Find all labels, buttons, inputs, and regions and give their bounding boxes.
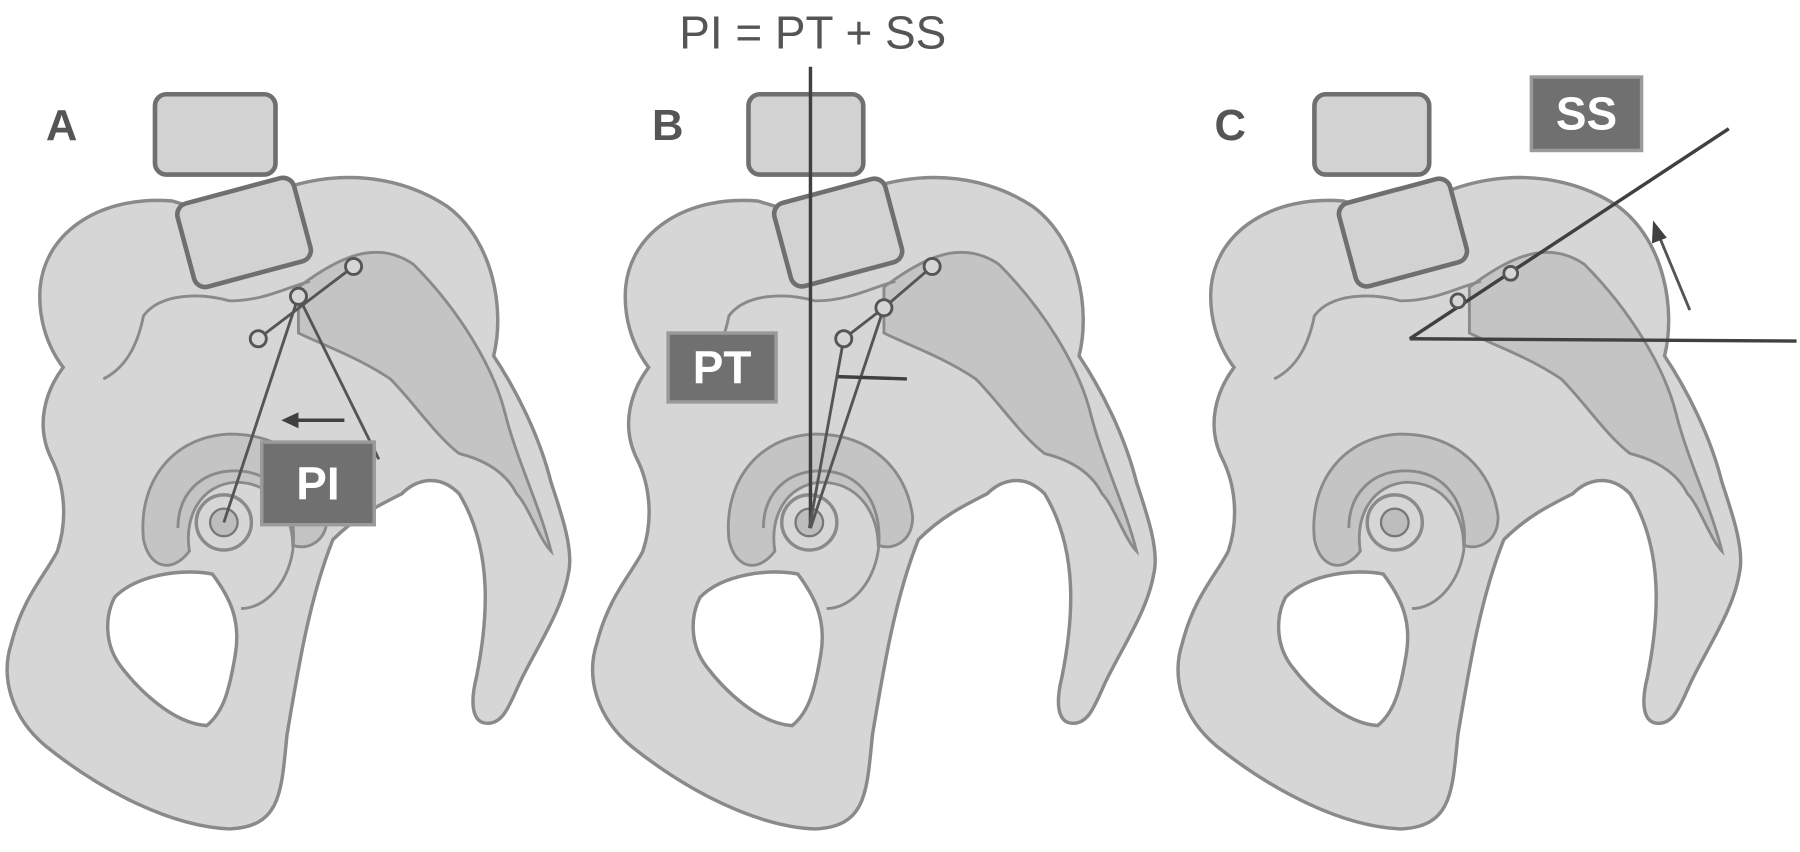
vertebra-l4 <box>152 91 278 177</box>
arrow-left-icon <box>837 374 907 381</box>
pi-label-box <box>260 440 376 527</box>
pt-label-box <box>666 331 778 404</box>
panel-label-a: A <box>46 102 77 150</box>
panel-a: A PI <box>5 91 572 831</box>
ss-label-box <box>1529 75 1644 153</box>
vertebra-l4 <box>1312 91 1432 177</box>
pi-label: PI <box>296 457 339 509</box>
arrow-up-icon <box>1657 234 1692 311</box>
pt-label: PT <box>693 341 752 393</box>
panel-b: B PT <box>590 66 1157 831</box>
panel-label-b: B <box>652 102 684 150</box>
vertebra-l5 <box>1336 176 1470 289</box>
panel-c: C SS <box>1176 75 1797 831</box>
vertebra-l5 <box>771 176 905 289</box>
panel-label-c: C <box>1215 102 1247 150</box>
vertebra-l5 <box>174 175 314 290</box>
horizontal-reference-line <box>1409 337 1797 343</box>
equation-title: PI = PT + SS <box>679 6 946 58</box>
vertebra-l4 <box>746 91 866 177</box>
ss-label: SS <box>1556 88 1617 140</box>
